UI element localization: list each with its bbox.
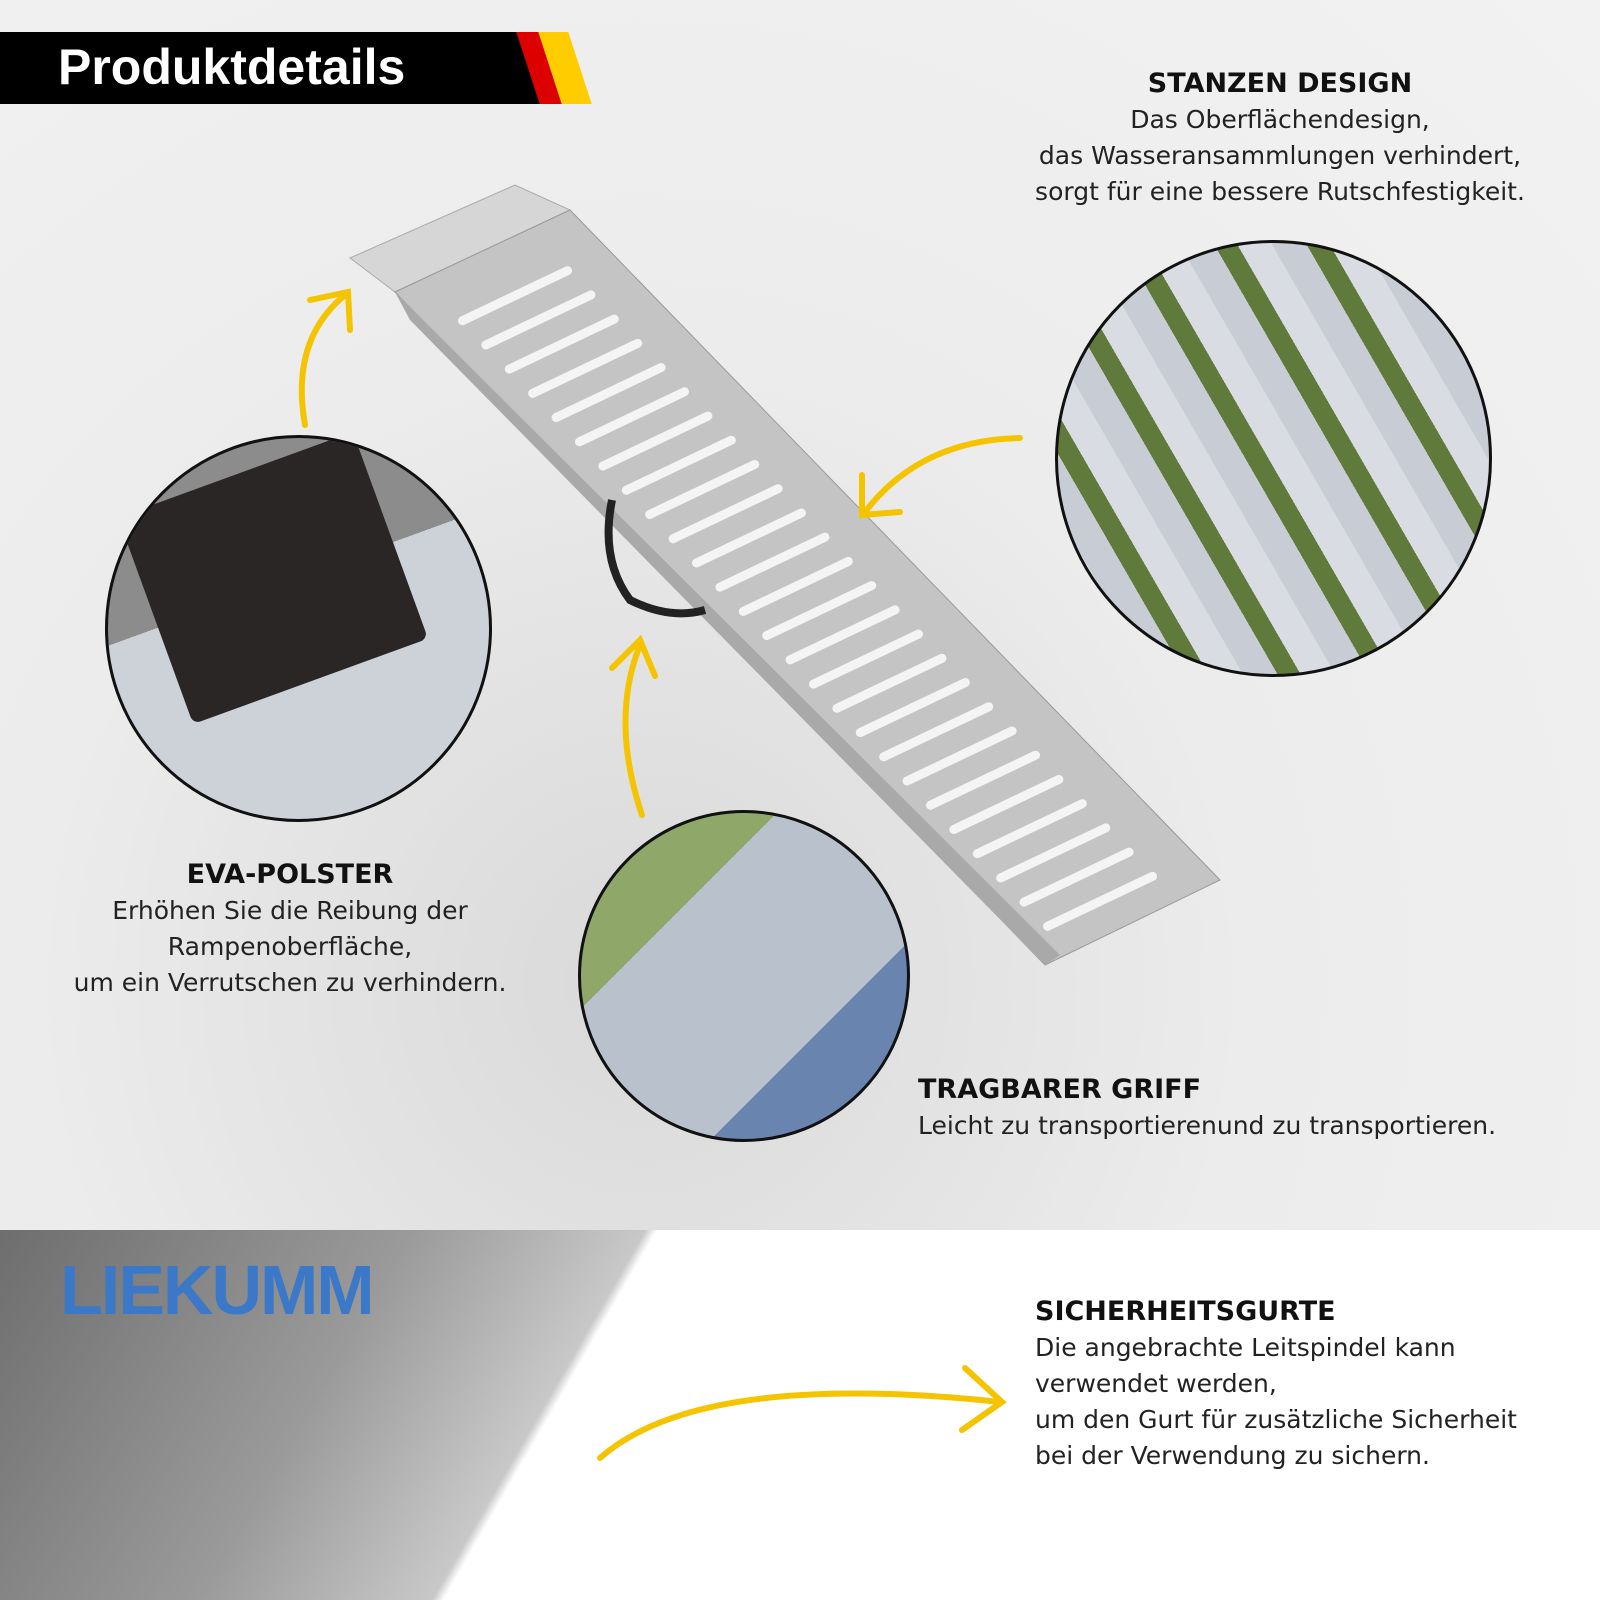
ramp-slot (528, 338, 643, 398)
ramp-slot (668, 484, 783, 544)
ramp-slot (598, 411, 713, 471)
ramp-slot (949, 774, 1064, 834)
ramp-slot (715, 532, 830, 592)
ramp-slot (926, 750, 1040, 810)
ramp-slot (809, 629, 923, 689)
brand-logo: LIEKUMM (60, 1251, 375, 1329)
ramp-slot (902, 726, 1017, 786)
eva-pad-closeup (105, 435, 492, 822)
ramp-slot (692, 508, 806, 568)
ramp-slot (551, 363, 666, 423)
ramp-slot (855, 678, 970, 738)
header-banner: Produktdetails (0, 32, 560, 104)
ramp-slot (621, 435, 736, 495)
safety-strap-photo: LIEKUMM (0, 1230, 960, 1600)
ramp-slot (832, 653, 947, 713)
ramp-slot (481, 290, 596, 350)
carry-handle-closeup (578, 810, 910, 1142)
stamped-surface-closeup (1055, 240, 1492, 677)
ramp-slot (762, 581, 877, 641)
ramp-slot (504, 314, 619, 374)
ramp-slot (458, 266, 572, 326)
page-title: Produktdetails (58, 39, 406, 95)
ramp-slot (996, 823, 1111, 883)
ramp-slot (1043, 871, 1157, 931)
ramp-slot (645, 459, 760, 519)
ramp-slot (879, 702, 994, 762)
ramp-slot (785, 605, 900, 665)
ramp-slot (1019, 847, 1134, 907)
ramp-slot (972, 799, 1087, 859)
ramp-slot (575, 387, 689, 447)
ramp-slot (738, 556, 853, 616)
